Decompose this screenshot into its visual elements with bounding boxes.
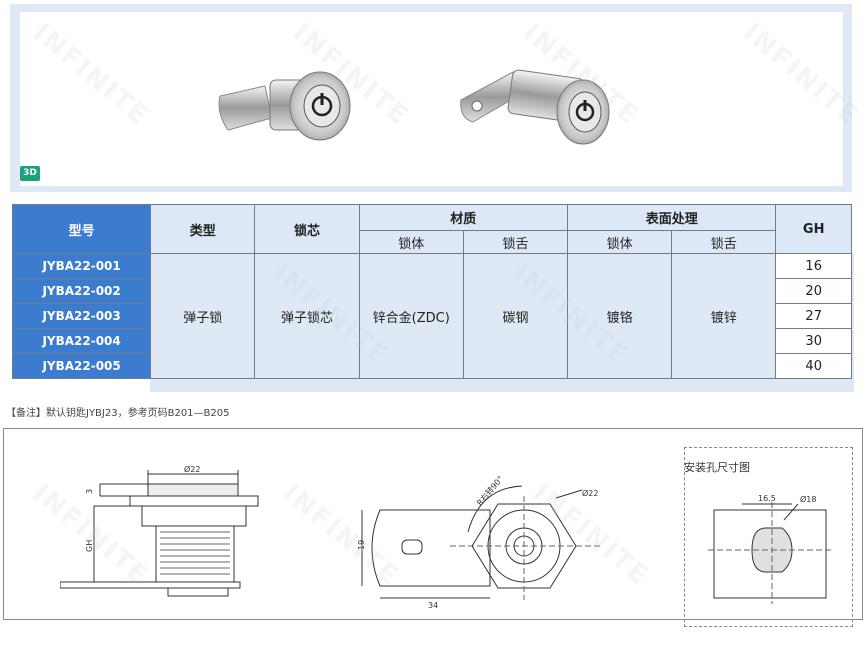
- side-view-drawing: Ø22 3 GH: [60, 466, 259, 597]
- cam-lock-photo-front: [218, 71, 351, 141]
- mounting-hole-drawing: 16.5 Ø18: [708, 494, 834, 604]
- core-cell: 弹子锁芯: [254, 253, 360, 379]
- gh-cell: 40: [775, 353, 852, 379]
- front-dim-34-label: 34: [428, 601, 438, 610]
- surface-body-cell: 镀铬: [567, 253, 673, 379]
- 3d-badge[interactable]: 3D: [20, 166, 40, 181]
- model-cell[interactable]: JYBA22-004: [11, 328, 152, 354]
- model-cell[interactable]: JYBA22-002: [11, 278, 152, 304]
- model-cell[interactable]: JYBA22-003: [11, 303, 152, 329]
- side-dim-3-label: 3: [85, 489, 94, 494]
- header-core: 锁芯: [254, 204, 360, 254]
- cam-lock-photo-angle: [460, 69, 610, 145]
- mounting-hole-box: [684, 447, 853, 627]
- header-material: 材质: [358, 204, 569, 231]
- spec-table: 型号 类型 锁芯 材质 表面处理 GH 锁体 锁舌 锁体 锁舌 JYBA22-0…: [11, 204, 852, 379]
- header-model: 型号: [11, 204, 152, 254]
- front-view-drawing: R右转90° Ø22 19 34: [357, 474, 600, 610]
- model-cell[interactable]: JYBA22-001: [11, 253, 152, 279]
- surface-tongue-cell: 镀锌: [671, 253, 777, 379]
- header-material-tongue: 锁舌: [462, 230, 569, 254]
- product-photo-area: [20, 12, 843, 186]
- remark-note: 【备注】默认钥匙JYBJ23，参考页码B201—B205: [6, 408, 230, 419]
- header-material-body: 锁体: [358, 230, 464, 254]
- gh-cell: 20: [775, 278, 852, 304]
- header-gh: GH: [775, 204, 852, 254]
- header-type: 类型: [150, 204, 256, 254]
- product-photo-panel: [10, 4, 852, 192]
- header-surface-body: 锁体: [567, 230, 673, 254]
- hole-dia-label: Ø18: [800, 494, 816, 504]
- type-cell: 弹子锁: [150, 253, 256, 379]
- front-dia-label: Ø22: [582, 488, 598, 498]
- gh-cell: 16: [775, 253, 852, 279]
- material-body-cell: 锌合金(ZDC): [358, 253, 464, 379]
- mounting-hole-title: 安装孔尺寸图: [684, 461, 750, 474]
- gh-cell: 27: [775, 303, 852, 329]
- model-cell[interactable]: JYBA22-005: [11, 353, 152, 379]
- front-dim-19-label: 19: [357, 540, 366, 550]
- header-surface: 表面处理: [567, 204, 777, 231]
- gh-cell: 30: [775, 328, 852, 354]
- hole-dim-16-5-label: 16.5: [758, 494, 776, 503]
- side-dia-label: Ø22: [184, 466, 200, 474]
- header-surface-tongue: 锁舌: [671, 230, 777, 254]
- side-gh-label: GH: [85, 540, 94, 552]
